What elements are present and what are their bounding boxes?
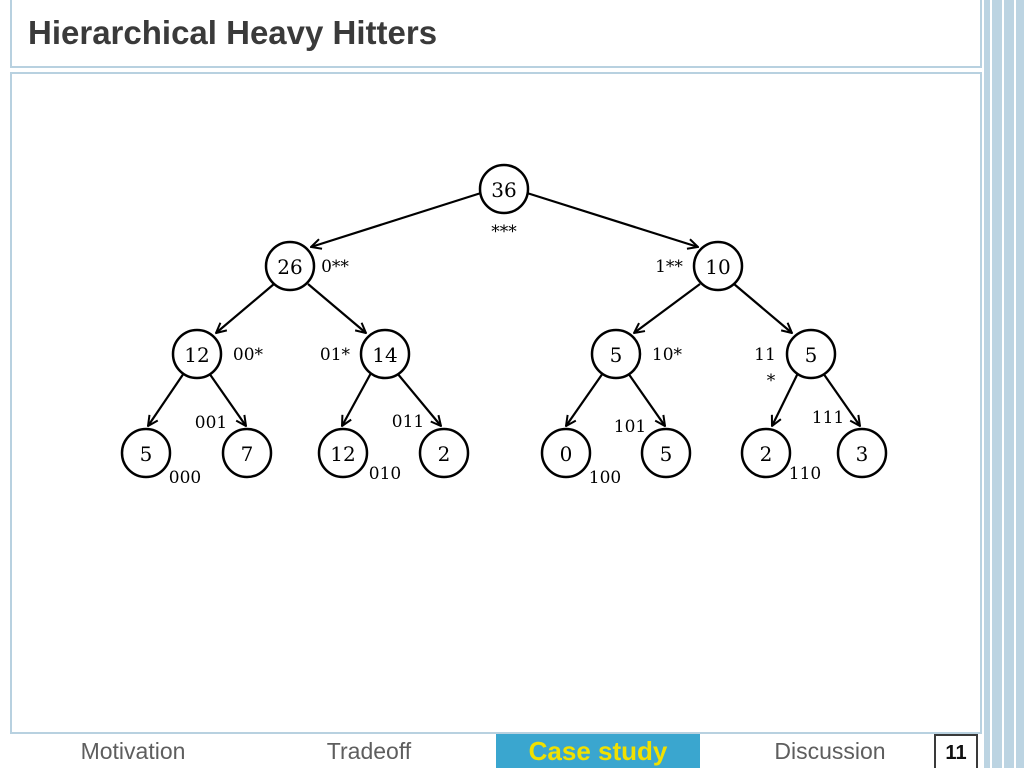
prefix-label-n00: 00*: [233, 345, 264, 365]
edge-n0-n00: [216, 283, 275, 333]
content-frame: [10, 72, 982, 734]
title-frame: [10, 0, 982, 68]
nav-item-tradeoff[interactable]: Tradeoff: [326, 738, 412, 764]
edge-root-n1: [526, 191, 698, 247]
tree-prefix-labels: *** 0** 1** 00* 01* 10* 11 * 000 001 010…: [169, 222, 844, 488]
node-circle-n011: [418, 427, 470, 479]
right-decorative-bar: [984, 0, 1024, 768]
node-circle-n001: [221, 427, 273, 479]
node-value-n001: 7: [241, 442, 254, 466]
edge-n01-n011: [396, 372, 441, 426]
node-circle-n100: [540, 427, 592, 479]
prefix-label-n11-line2: *: [767, 371, 776, 391]
node-value-n10: 5: [610, 343, 623, 367]
edge-n11-n110: [772, 372, 799, 426]
prefix-label-n100: 100: [589, 468, 621, 488]
node-circle-n110: [740, 427, 792, 479]
node-value-root: 36: [491, 178, 516, 202]
node-circle-n111: [836, 427, 888, 479]
prefix-label-n01: 01*: [320, 345, 351, 365]
node-value-n11: 5: [805, 343, 818, 367]
prefix-label-n111: 111: [812, 408, 844, 428]
edge-n10-n100: [566, 372, 604, 426]
node-value-n000: 5: [140, 442, 153, 466]
right-bar-stripe: [1002, 0, 1004, 768]
tree-node-circles: [120, 163, 888, 479]
node-circle-n10: [590, 328, 642, 380]
prefix-label-n000: 000: [169, 468, 201, 488]
edge-n00-n001: [208, 372, 246, 426]
prefix-label-n101: 101: [614, 417, 646, 437]
node-circle-root: [478, 163, 530, 215]
edge-n1-n11: [733, 283, 792, 333]
right-bar-stripe: [1014, 0, 1016, 768]
node-value-n1: 10: [705, 255, 730, 279]
slide: Hierarchical Heavy Hitters: [10, 0, 982, 768]
node-circle-n0: [264, 240, 316, 292]
node-value-n01: 14: [372, 343, 397, 367]
prefix-label-n011: 011: [392, 412, 424, 432]
edge-n1-n10: [634, 283, 701, 333]
prefix-label-n110: 110: [789, 464, 821, 484]
nav-item-motivation[interactable]: Motivation: [80, 738, 186, 764]
node-circle-n01: [359, 328, 411, 380]
hierarchy-tree-diagram: 36 26 10 12 14 5 5 5 7 12 2 0 5 2 3 *** …: [120, 163, 888, 488]
nav-item-case-study[interactable]: Case study: [496, 734, 700, 768]
nav-item-discussion[interactable]: Discussion: [774, 738, 886, 764]
prefix-label-n001: 001: [195, 413, 227, 433]
prefix-label-n0: 0**: [321, 257, 349, 277]
prefix-label-n11-line1: 11: [754, 345, 776, 365]
edge-n0-n01: [307, 283, 366, 333]
prefix-label-n10: 10*: [652, 345, 683, 365]
node-value-n011: 2: [438, 442, 451, 466]
edge-n10-n101: [627, 372, 665, 426]
prefix-label-n010: 010: [369, 464, 401, 484]
node-value-n010: 12: [330, 442, 355, 466]
node-circle-n010: [317, 427, 369, 479]
node-value-n100: 0: [560, 442, 573, 466]
section-navigation-bar: Motivation Tradeoff Case study Discussio…: [10, 734, 932, 768]
slide-title: Hierarchical Heavy Hitters: [28, 14, 438, 51]
edge-root-n0: [311, 191, 482, 247]
tree-edges: [148, 191, 860, 426]
edge-n00-n000: [148, 372, 185, 426]
page-number: 11: [934, 734, 978, 768]
node-value-n0: 26: [277, 255, 302, 279]
prefix-label-root: ***: [491, 222, 517, 242]
node-circle-n101: [640, 427, 692, 479]
node-circle-n1: [692, 240, 744, 292]
node-circle-n11: [785, 328, 837, 380]
node-value-n111: 3: [856, 442, 869, 466]
edge-n11-n111: [822, 372, 860, 426]
node-value-n00: 12: [184, 343, 209, 367]
node-circle-n00: [171, 328, 223, 380]
node-value-n110: 2: [760, 442, 773, 466]
prefix-label-n1: 1**: [655, 257, 683, 277]
node-value-n101: 5: [660, 442, 673, 466]
node-circle-n000: [120, 427, 172, 479]
edge-n01-n010: [342, 372, 372, 426]
tree-node-values: 36 26 10 12 14 5 5 5 7 12 2 0 5 2 3: [140, 178, 869, 466]
right-bar-stripe: [990, 0, 992, 768]
